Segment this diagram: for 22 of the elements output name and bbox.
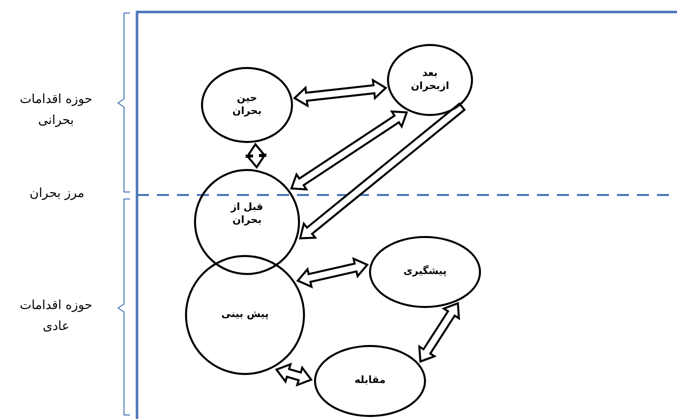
node-label: حین بحران (231, 92, 263, 118)
arrow (418, 302, 460, 363)
node-label: قبل از بحران (230, 200, 264, 228)
node-label: پیش بینی (220, 308, 270, 322)
arrow (292, 78, 388, 108)
ellipse-node (201, 67, 293, 143)
zone-label: مرز بحران (28, 184, 86, 202)
arrow (296, 256, 369, 289)
zone-label: حوزه اقدامات بحرانی (18, 90, 94, 130)
node-label: پیشگیری (402, 265, 448, 279)
ellipse-node (369, 236, 481, 308)
zone-label: حوزه اقدامات عادی (18, 296, 94, 336)
circle-node (185, 255, 305, 375)
ellipse-node (314, 345, 426, 417)
circle-node (194, 169, 300, 275)
arrow (244, 142, 268, 169)
arrow (298, 102, 466, 240)
ellipse-node (387, 44, 473, 116)
arrow (290, 110, 408, 191)
arrow (274, 362, 313, 387)
node-label: مقابله (353, 374, 387, 388)
node-label: بعد ازبحران (410, 66, 450, 94)
